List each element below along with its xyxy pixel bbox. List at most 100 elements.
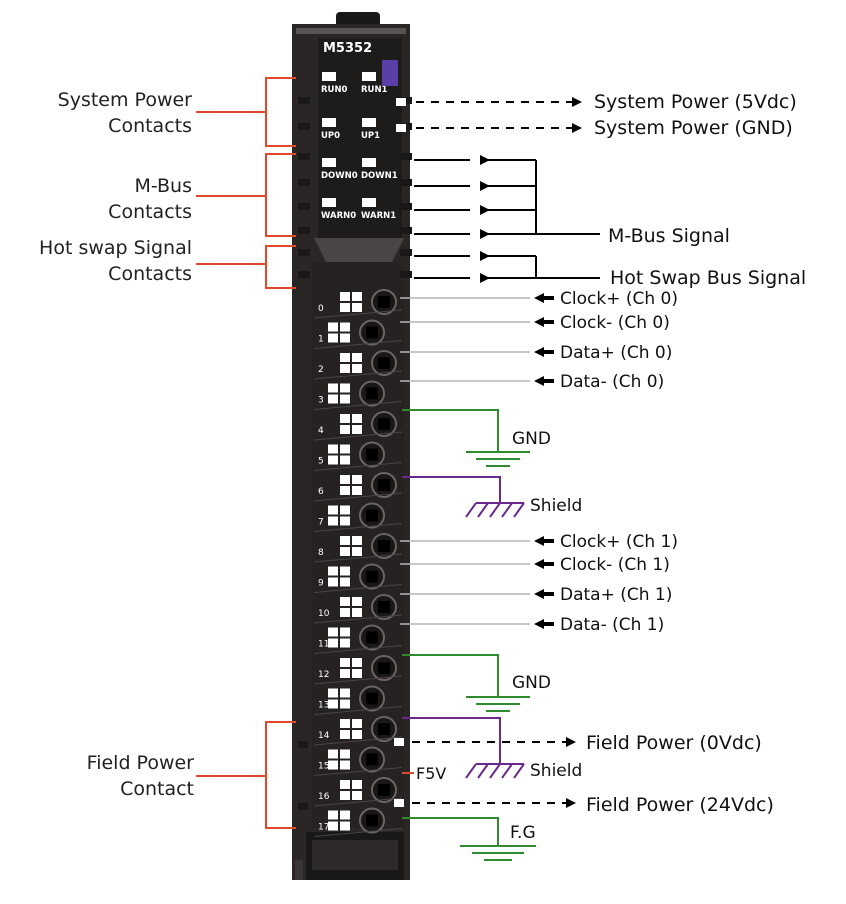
ch0-data-minus-label: Data- (Ch 0) (560, 372, 664, 392)
ch0-data-plus-label: Data+ (Ch 0) (560, 343, 672, 363)
hot-swap-contacts-label-2: Contacts (108, 263, 192, 285)
terminal-number: 0 (318, 304, 324, 314)
ch1-data-plus-label: Data+ (Ch 1) (560, 585, 672, 605)
field-power-contact-label-2: Contact (120, 778, 194, 800)
led-up0 (322, 118, 336, 127)
group-brackets (196, 77, 296, 829)
contact-tab-right (400, 249, 412, 256)
shield-a-wire (402, 476, 525, 518)
terminal-number: 5 (318, 457, 324, 467)
field-power-contact-label: Field Power (87, 752, 195, 774)
module-body (292, 12, 410, 880)
contact-tab-left (298, 271, 310, 278)
contact-tab-left (298, 153, 310, 160)
ch0-clock-plus-label: Clock+ (Ch 0) (560, 289, 678, 309)
terminal-release-button (340, 597, 362, 617)
system-power-gnd-label: System Power (GND) (594, 117, 793, 139)
system-power-contacts-label-2: Contacts (108, 115, 192, 137)
terminal-number: 8 (318, 548, 324, 558)
contact-tab-left (298, 97, 310, 104)
system-power-arrows (416, 97, 582, 133)
contact-tab-left (298, 249, 310, 256)
mbus-signal-label: M-Bus Signal (608, 225, 730, 247)
fg-label: F.G (510, 823, 536, 843)
contact-tab-left (298, 179, 310, 186)
terminal-release-button (340, 780, 362, 800)
shield-b-label: Shield (530, 761, 582, 781)
led-up1 (362, 118, 376, 127)
led-accent-indicator (382, 60, 398, 86)
ch1-data-minus-label: Data- (Ch 1) (560, 615, 664, 635)
terminal-number: 1 (318, 335, 324, 345)
terminal-release-button (340, 414, 362, 434)
contact-tab-right (400, 227, 412, 234)
terminal-release-button (328, 566, 350, 587)
contact-tab-right (400, 153, 412, 160)
system-power-contacts-label: System Power (58, 89, 193, 111)
led-warn0 (322, 198, 336, 207)
led-label-down1: DOWN1 (361, 171, 398, 181)
contact-tab-left (298, 741, 308, 748)
gnd-b-label: GND (512, 673, 551, 693)
terminal-release-button (340, 353, 362, 373)
terminal-number: 13 (318, 701, 329, 711)
terminal-release-button (328, 505, 350, 526)
terminal-release-button (328, 810, 350, 831)
ch0-clock-minus-label: Clock- (Ch 0) (560, 313, 670, 333)
led-down1 (362, 158, 376, 167)
f5v-label: F5V (416, 764, 446, 783)
terminal-number: 14 (318, 731, 330, 741)
signal-arrowheads (534, 293, 554, 629)
contact-tab-left (298, 203, 310, 210)
terminal-number: 15 (318, 762, 329, 772)
shield-b-wire (402, 717, 525, 779)
led-label-up1: UP1 (361, 131, 380, 141)
terminal-release-button (340, 719, 362, 739)
led-label-up0: UP0 (321, 131, 340, 141)
terminal-release-button (328, 444, 350, 465)
terminal-number: 17 (318, 823, 329, 833)
ch1-clock-minus-label: Clock- (Ch 1) (560, 555, 670, 575)
mbus-arrows (414, 155, 600, 283)
led-run0 (322, 72, 336, 81)
gnd-a-label: GND (512, 429, 551, 449)
terminal-number: 2 (318, 365, 324, 375)
led-label-run1: RUN1 (361, 85, 388, 95)
terminal-release-button (340, 658, 362, 678)
terminal-number: 7 (318, 518, 324, 528)
contact-tab-right (400, 179, 412, 186)
terminal-number: 12 (318, 670, 329, 680)
terminal-release-button (340, 536, 362, 556)
terminal-number: 11 (318, 640, 329, 650)
contact-tab-right (400, 271, 412, 278)
terminal-release-button (328, 322, 350, 343)
field-power-arrows (412, 737, 576, 808)
gnd-b-wire (402, 654, 530, 712)
terminal-release-button (340, 292, 362, 312)
contact-tab-right (400, 203, 412, 210)
terminal-release-button (328, 749, 350, 770)
gnd-a-wire (402, 409, 530, 467)
shield-a-label: Shield (530, 496, 582, 516)
led-label-run0: RUN0 (321, 85, 348, 95)
contact-tab-left (298, 123, 310, 130)
field-power-0v-label: Field Power (0Vdc) (586, 732, 762, 754)
led-label-down0: DOWN0 (321, 171, 358, 181)
led-down0 (322, 158, 336, 167)
terminal-number: 3 (318, 396, 324, 406)
led-label-warn0: WARN0 (321, 211, 356, 221)
module-model-label: M5352 (323, 41, 372, 56)
terminal-number: 10 (318, 609, 330, 619)
hot-swap-contacts-label: Hot swap Signal (39, 237, 192, 259)
terminal-number: 4 (318, 426, 324, 436)
field-power-24v-label: Field Power (24Vdc) (586, 794, 774, 816)
terminal-number: 16 (318, 792, 330, 802)
terminal-release-button (328, 688, 350, 709)
signal-wires (400, 297, 530, 625)
terminal-release-button (340, 475, 362, 495)
system-power-5v-label: System Power (5Vdc) (594, 91, 797, 113)
led-label-warn1: WARN1 (361, 211, 396, 221)
contact-tab-left (298, 803, 308, 810)
led-run1 (362, 72, 376, 81)
